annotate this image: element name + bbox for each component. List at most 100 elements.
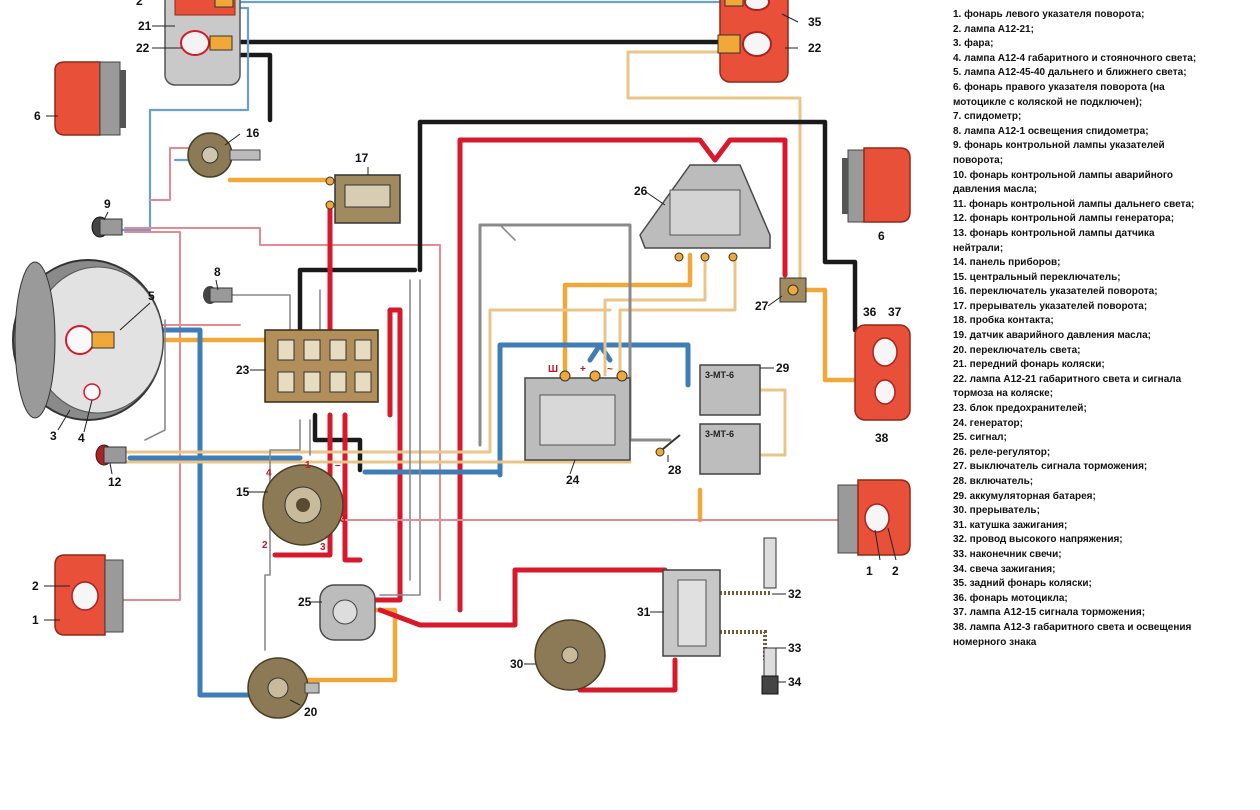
- callouts: 2 21 22 35 22 6 6 16 17 9 26 8 5 27 36 3…: [32, 0, 902, 719]
- legend-item: 2. лампа А12-21;: [953, 23, 1034, 35]
- turn-flasher: [325, 174, 401, 224]
- callout-2-right: 2: [892, 564, 899, 578]
- turn-lamp-right-left-side: [54, 61, 126, 136]
- central-switch: [262, 464, 344, 546]
- terminal-plus: +: [580, 364, 586, 375]
- callout-2-top: 2: [136, 0, 143, 8]
- legend-item: 17. прерыватель указателей поворота;: [953, 300, 1148, 312]
- legend-item: 30. прерыватель;: [953, 505, 1040, 517]
- legend-item: 35. задний фонарь коляски;: [953, 578, 1092, 590]
- callout-32: 32: [788, 587, 802, 601]
- legend-item: 11. фонарь контрольной лампы дальнего св…: [953, 198, 1195, 210]
- legend-item: 10. фонарь контрольной лампы аварийного: [953, 169, 1174, 181]
- legend-item: 15. центральный переключатель;: [953, 271, 1121, 283]
- terminal-3b: 3: [320, 542, 326, 553]
- legend-item: 16. переключатель указателей поворота;: [953, 286, 1158, 298]
- legend-item: 20. переключатель света;: [953, 344, 1081, 356]
- callout-22-left: 22: [136, 41, 150, 55]
- generator: [524, 370, 631, 461]
- battery-label-2: 3-МТ-6: [705, 429, 734, 439]
- legend-item: 6. фонарь правого указателя поворота (на: [953, 81, 1165, 93]
- legend: 1. фонарь левого указателя поворота; 2. л…: [953, 8, 1251, 650]
- legend-item: 37. лампа А12-15 сигнала торможения;: [953, 607, 1146, 619]
- callout-27: 27: [755, 299, 769, 313]
- callout-21: 21: [138, 19, 152, 33]
- ignition-switch: [655, 434, 681, 457]
- callout-6-right: 6: [878, 229, 885, 243]
- legend-item: 19. датчик аварийного давления масла;: [953, 330, 1151, 342]
- callout-29: 29: [776, 361, 790, 375]
- callout-20: 20: [304, 705, 318, 719]
- light-switch: [247, 657, 320, 719]
- legend-item: нейтрали;: [953, 242, 1004, 254]
- spark-plug: [761, 537, 779, 695]
- pilot-lamp-turn: [91, 216, 123, 238]
- legend-item: 12. фонарь контрольной лампы генератора;: [953, 213, 1175, 225]
- legend-item: мотоцикле с коляской не подключен);: [953, 96, 1143, 108]
- legend-item: 18. пробка контакта;: [953, 315, 1054, 327]
- legend-item: 3. фара;: [953, 38, 994, 50]
- contact-breaker: [534, 619, 606, 691]
- wire-top-bundle: [230, 0, 802, 302]
- terminal-minus: –: [335, 460, 341, 471]
- voltage-regulator: [639, 164, 771, 262]
- callout-37: 37: [888, 305, 902, 319]
- batteries: [699, 364, 761, 475]
- callout-15: 15: [236, 485, 250, 499]
- legend-item: номерного знака: [953, 636, 1037, 648]
- sidecar-rear-light: [717, 0, 789, 83]
- battery-label-1: 3-МТ-6: [705, 370, 734, 380]
- callout-2-left: 2: [32, 579, 39, 593]
- legend-item: 25. сигнал;: [953, 432, 1007, 444]
- wire-right-rear: [309, 474, 851, 521]
- legend-item: 22. лампа А12-21 габаритного света и сиг…: [953, 373, 1182, 385]
- legend-item: 26. реле-регулятор;: [953, 446, 1051, 458]
- legend-item: 34. свеча зажигания;: [953, 563, 1056, 575]
- legend-item: 33. наконечник свечи;: [953, 548, 1062, 560]
- callout-35: 35: [808, 15, 822, 29]
- callout-38: 38: [875, 431, 889, 445]
- legend-item: 32. провод высокого напряжения;: [953, 534, 1123, 546]
- sidecar-front-light: [164, 0, 241, 86]
- legend-item: 1. фонарь левого указателя поворота;: [953, 9, 1145, 20]
- callout-34: 34: [788, 675, 802, 689]
- callout-25: 25: [298, 595, 312, 609]
- turn-signal-switch: [187, 132, 261, 178]
- terminal-4: 4: [266, 468, 272, 479]
- terminal-tilde: ~: [607, 364, 613, 375]
- callout-26: 26: [634, 184, 648, 198]
- headlight: [12, 259, 164, 421]
- terminal-3a: 3: [340, 514, 346, 525]
- callout-5: 5: [148, 289, 155, 303]
- legend-item: 36. фонарь мотоцикла;: [953, 592, 1068, 604]
- callout-22-right: 22: [808, 41, 822, 55]
- brake-light-switch: [779, 277, 807, 303]
- terminal-1: 1: [305, 460, 311, 471]
- callout-9: 9: [104, 197, 111, 211]
- legend-item: 4. лампа А12-4 габаритного и стояночного…: [953, 52, 1197, 64]
- turn-lamp-right-rear: [837, 479, 911, 556]
- leader-lines: [44, 13, 897, 706]
- legend-item: тормоза на коляске;: [953, 388, 1054, 400]
- wire-grey: [144, 223, 672, 651]
- callout-30: 30: [510, 657, 524, 671]
- legend-item: 31. катушка зажигания;: [953, 519, 1068, 531]
- ignition-coil: [662, 569, 721, 657]
- terminal-sh: Ш: [548, 364, 558, 375]
- callout-8: 8: [214, 265, 221, 279]
- legend-item: 5. лампа А12-45-40 дальнего и ближнего с…: [953, 67, 1187, 79]
- callout-23: 23: [236, 363, 250, 377]
- wire-black: [297, 119, 858, 473]
- legend-item: давления масла;: [953, 184, 1038, 196]
- callout-36: 36: [863, 305, 877, 319]
- legend-item: 27. выключатель сигнала торможения;: [953, 461, 1148, 473]
- legend-item: 13. фонарь контрольной лампы датчика: [953, 227, 1155, 239]
- legend-item: 9. фонарь контрольной лампы указателей: [953, 140, 1165, 152]
- legend-item: 23. блок предохранителей;: [953, 403, 1087, 415]
- wiring-diagram: Ш + ~ 4 1 3 2 3 – 3-МТ-6 3-МТ-6 2 21 22 …: [12, 0, 911, 719]
- legend-item: 28. включатель;: [953, 476, 1034, 487]
- legend-item: 14. панель приборов;: [953, 257, 1061, 269]
- terminal-2: 2: [262, 540, 268, 551]
- callout-33: 33: [788, 641, 802, 655]
- speedometer-lamp: [203, 286, 233, 304]
